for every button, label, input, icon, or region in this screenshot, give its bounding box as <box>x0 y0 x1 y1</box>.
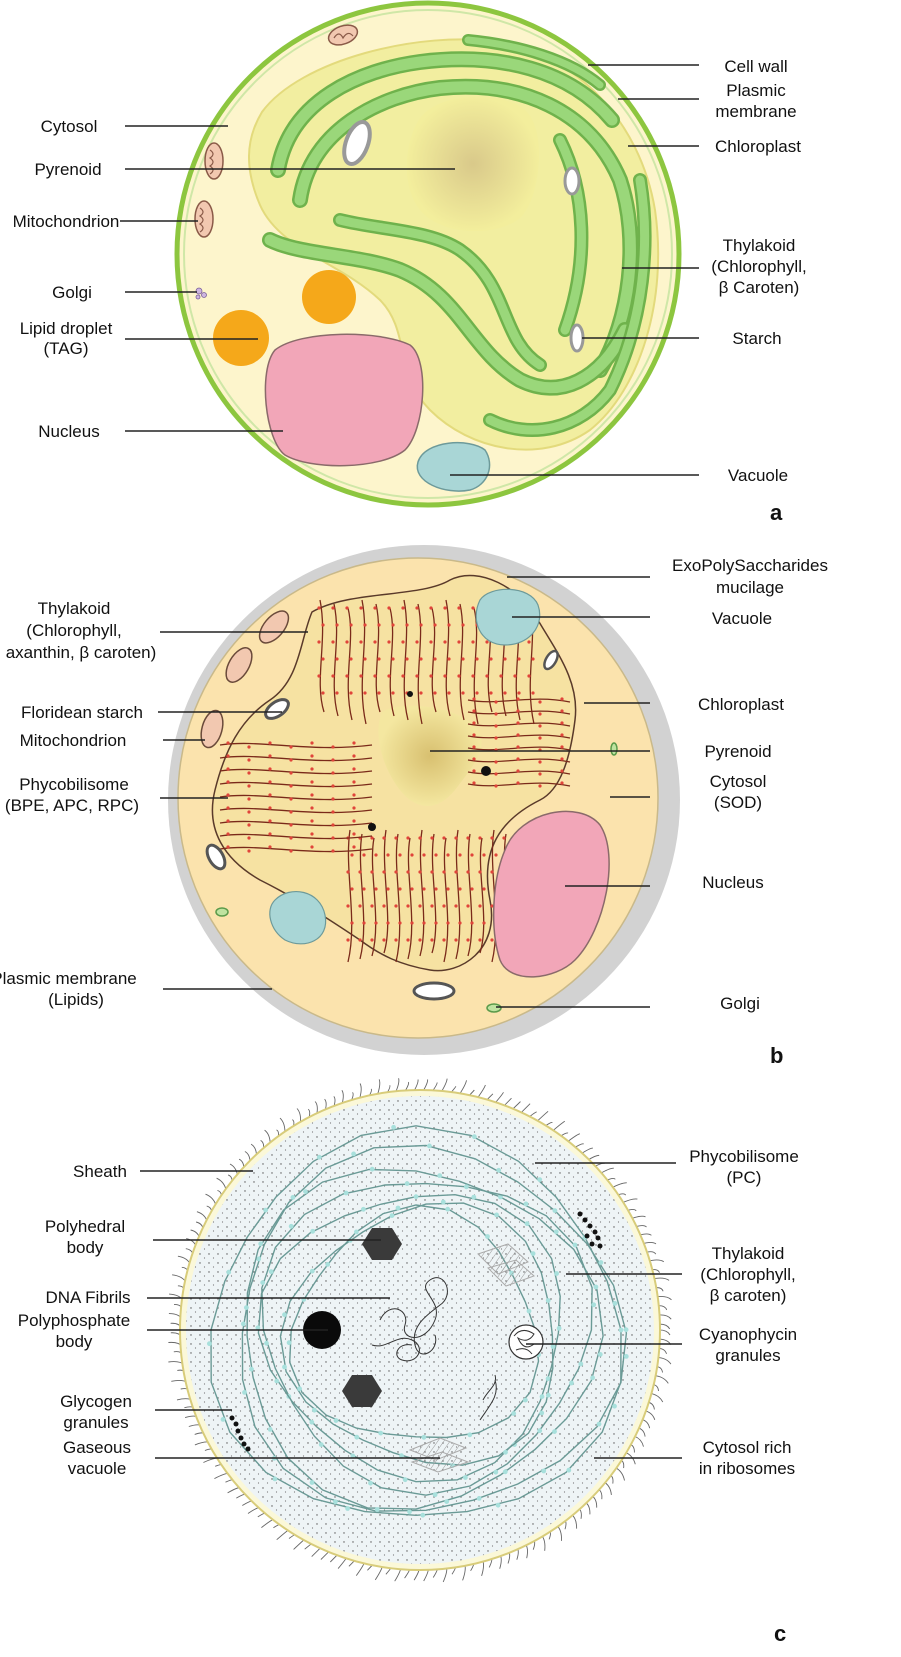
label-ribosomes-c: in ribosomes <box>699 1459 795 1478</box>
label-polyphosphate-body-c: body <box>56 1332 93 1351</box>
label-gaseous-vacuole-c: vacuole <box>68 1459 127 1478</box>
label-pyrenoid-b: Pyrenoid <box>704 742 771 761</box>
label-cytosol-c: Cytosol rich <box>703 1438 792 1457</box>
label-thylakoid-b: Thylakoid <box>38 599 111 618</box>
pyrenoid-a <box>407 97 539 232</box>
label-cytosol-b: Cytosol <box>710 772 767 791</box>
label-starch-a: Starch <box>732 329 781 348</box>
starch-b1 <box>414 983 454 999</box>
label-thylakoid-pig2-b: axanthin, β caroten) <box>6 643 157 662</box>
nucleus-a <box>265 334 422 465</box>
label-thylakoid-a: Thylakoid <box>723 236 796 255</box>
label-mucilage-b: mucilage <box>716 578 784 597</box>
panel-a-cell <box>177 3 679 505</box>
label-chloroplast-a: Chloroplast <box>715 137 801 156</box>
label-polyhedral-c: Polyhedral <box>45 1217 125 1236</box>
label-dna-fibrils-c: DNA Fibrils <box>45 1288 130 1307</box>
label-polyhedral-body-c: body <box>67 1238 104 1257</box>
label-thylakoid-pig2-a: β Caroten) <box>719 278 800 297</box>
label-pyrenoid-a: Pyrenoid <box>34 160 101 179</box>
label-thylakoid-pig1-c: (Chlorophyll, <box>700 1265 795 1284</box>
starch-grain-a2 <box>565 168 579 194</box>
lipid-droplet-a1 <box>302 270 356 324</box>
label-cyanophycin-granules-c: granules <box>715 1346 780 1365</box>
label-vacuole-a: Vacuole <box>728 466 788 485</box>
label-phycobilisome-pig-b: (BPE, APC, RPC) <box>5 796 139 815</box>
label-golgi-a: Golgi <box>52 283 92 302</box>
label-sod-b: (SOD) <box>714 793 762 812</box>
vacuole-a <box>417 443 489 491</box>
label-cyanophycin-c: Cyanophycin <box>699 1325 797 1344</box>
label-floridean-starch-b: Floridean starch <box>21 703 143 722</box>
label-lipids-b: (Lipids) <box>48 990 104 1009</box>
label-lipid-tag-a: (TAG) <box>43 339 88 358</box>
label-thylakoid-pig1-b: (Chlorophyll, <box>26 621 121 640</box>
label-glycogen-c: Glycogen <box>60 1392 132 1411</box>
label-thylakoid-c: Thylakoid <box>712 1244 785 1263</box>
label-plasmic-membrane-b: Plasmic membrane <box>0 969 137 988</box>
label-sheath-c: Sheath <box>73 1162 127 1181</box>
label-glycogen-granules-c: granules <box>63 1413 128 1432</box>
label-nucleus-a: Nucleus <box>38 422 99 441</box>
label-cytosol-a: Cytosol <box>41 117 98 136</box>
label-membrane-a: membrane <box>715 102 796 121</box>
label-gaseous-c: Gaseous <box>63 1438 131 1457</box>
label-vacuole-b: Vacuole <box>712 609 772 628</box>
label-golgi-b: Golgi <box>720 994 760 1013</box>
label-mitochondrion-a: Mitochondrion <box>13 212 120 231</box>
panel-letter-b: b <box>770 1043 783 1068</box>
label-thylakoid-pig1-a: (Chlorophyll, <box>711 257 806 276</box>
panel-b-cell <box>168 545 680 1055</box>
label-nucleus-b: Nucleus <box>702 873 763 892</box>
label-pc-c: (PC) <box>727 1168 762 1187</box>
label-cell-wall-a: Cell wall <box>724 57 787 76</box>
label-polyphosphate-c: Polyphosphate <box>18 1311 130 1330</box>
label-chloroplast-b: Chloroplast <box>698 695 784 714</box>
label-mitochondrion-b: Mitochondrion <box>20 731 127 750</box>
panel-letter-c: c <box>774 1621 786 1646</box>
label-phycobilisome-b: Phycobilisome <box>19 775 129 794</box>
label-thylakoid-pig2-c: β caroten) <box>710 1286 787 1305</box>
label-plasmic-a: Plasmic <box>726 81 786 100</box>
label-phycobilisome-c: Phycobilisome <box>689 1147 799 1166</box>
panel-letter-a: a <box>770 500 783 525</box>
lipid-droplet-a2 <box>213 310 269 366</box>
label-eps-b: ExoPolySaccharides <box>672 556 828 575</box>
starch-grain-a3 <box>571 325 583 351</box>
label-lipid-droplet-a: Lipid droplet <box>20 319 113 338</box>
